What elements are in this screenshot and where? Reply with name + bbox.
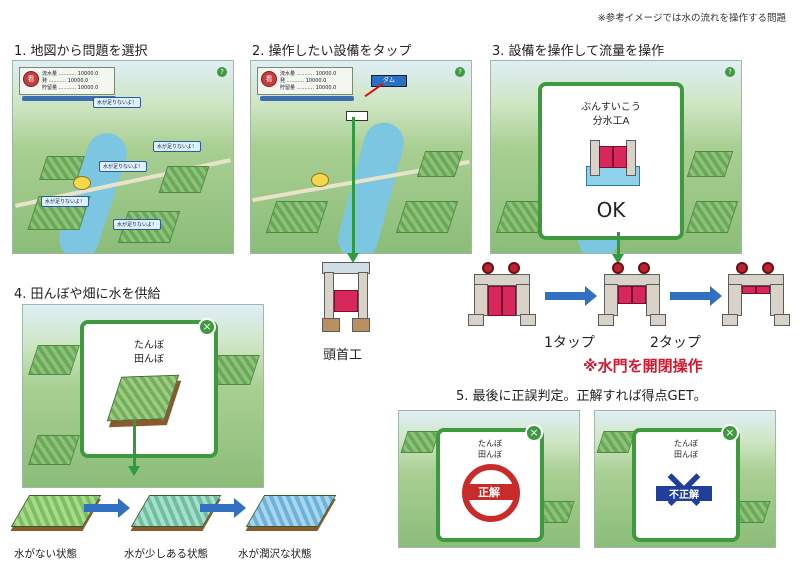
progress-bar <box>260 96 354 101</box>
result-modal-correct: たんぼ 田んぼ 正解 <box>436 428 544 542</box>
close-icon[interactable]: × <box>198 318 216 336</box>
step3-heading: 3. 設備を操作して流量を操作 <box>492 44 665 59</box>
tap2-label: 2タップ <box>650 335 701 351</box>
flow-arrow <box>545 286 597 306</box>
field-state-label: 水が少しある状態 <box>124 548 208 560</box>
alert-bubble[interactable]: 水が足りないよ！ <box>41 196 89 207</box>
map-screen-2: 看 流水量 ........... 10000.0 発 ........... … <box>250 60 472 254</box>
correct-text: 正解 <box>464 484 514 500</box>
field-title: 田んぼ <box>674 450 698 459</box>
flow-arrow <box>200 498 246 518</box>
hud-row: 貯留量 ........... 10000.0 <box>42 85 99 91</box>
gate-closed-icon <box>468 262 536 328</box>
help-icon[interactable]: ? <box>725 67 735 77</box>
field-state-label: 水がない状態 <box>14 548 77 560</box>
flow-arrow <box>84 498 130 518</box>
hud-row: 発 ........... 10000.0 <box>42 78 89 84</box>
field-state-label: 水が潤沢な状態 <box>238 548 312 560</box>
status-panel: 看 流水量 ........... 10000.0 発 ........... … <box>19 67 116 101</box>
wrong-text: 不正解 <box>656 486 712 501</box>
ok-button[interactable]: OK <box>596 198 626 222</box>
progress-bar <box>22 96 116 101</box>
connector-arrow <box>612 232 624 264</box>
hud-row: 流水量 ........... 10000.0 <box>42 71 99 77</box>
field-title-kana: たんぼ <box>478 439 502 448</box>
map-screen-1: 看 流水量 ........... 10000.0 発 ........... … <box>12 60 234 254</box>
gate-half-open-icon <box>598 262 666 328</box>
tap1-label: 1タップ <box>544 335 595 351</box>
facility-modal: ぶんすいこう 分水工A OK <box>538 82 684 240</box>
step5-heading: 5. 最後に正誤判定。正解すれば得点GET。 <box>456 389 707 404</box>
alert-bubble[interactable]: 水が足りないよ！ <box>153 141 201 152</box>
field-full-water-icon <box>245 495 337 527</box>
connector-arrow <box>128 420 140 476</box>
reference-note: ※参考イメージでは水の流れを操作する問題 <box>597 13 786 24</box>
alert-bubble[interactable]: 水が足りないよ！ <box>99 161 147 172</box>
field-title: 田んぼ <box>478 450 502 459</box>
gate-operation-note: ※水門を開閉操作 <box>583 357 703 375</box>
flow-arrow <box>670 286 722 306</box>
hud-row: 流水量 ........... 10000.0 <box>280 71 337 77</box>
field-title-kana: たんぼ <box>674 439 698 448</box>
step1-heading: 1. 地図から問題を選択 <box>14 44 148 59</box>
alert-bubble[interactable]: 水が足りないよ！ <box>113 219 161 230</box>
step4-heading: 4. 田んぼや畑に水を供給 <box>14 287 161 302</box>
level-badge: 看 <box>261 71 277 87</box>
headworks-label: 頭首工 <box>323 348 363 363</box>
field-title-kana: たんぼ <box>134 340 164 351</box>
field-modal: たんぼ 田んぼ <box>80 320 218 458</box>
level-badge: 看 <box>23 71 39 87</box>
dam-label[interactable]: ダム <box>371 75 407 87</box>
gate-icon[interactable] <box>586 136 640 186</box>
help-icon[interactable]: ? <box>455 67 465 77</box>
facility-title-kana: ぶんすいこう <box>581 102 641 113</box>
help-icon[interactable]: ? <box>217 67 227 77</box>
facility-title: 分水工A <box>592 116 630 127</box>
field-title: 田んぼ <box>134 354 164 365</box>
connector-arrow <box>347 117 359 263</box>
status-panel: 看 流水量 ........... 10000.0 発 ........... … <box>257 67 354 101</box>
close-icon[interactable]: × <box>721 424 739 442</box>
hud-row: 貯留量 ........... 10000.0 <box>280 85 337 91</box>
facility-marker[interactable] <box>346 111 368 121</box>
gate-open-icon <box>722 262 790 328</box>
paddy-field-icon <box>106 374 180 422</box>
character-icon <box>73 176 91 190</box>
headworks-icon <box>322 262 370 332</box>
step2-heading: 2. 操作したい設備をタップ <box>252 44 412 59</box>
result-modal-wrong: たんぼ 田んぼ ✕ 不正解 <box>632 428 740 542</box>
character-icon <box>311 173 329 187</box>
hud-row: 発 ........... 10000.0 <box>280 78 327 84</box>
close-icon[interactable]: × <box>525 424 543 442</box>
alert-bubble[interactable]: 水が足りないよ！ <box>93 97 141 108</box>
